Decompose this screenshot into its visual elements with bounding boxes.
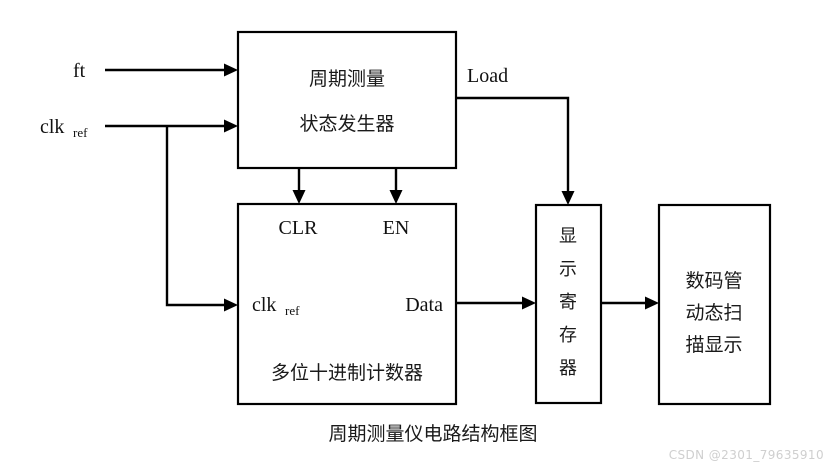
block-display-register	[534, 203, 603, 405]
block-led-scan-display-line-2: 动态扫	[685, 302, 742, 324]
port-label-data: Data	[405, 294, 443, 316]
wire-load-to-display-register	[456, 96, 575, 205]
block-state-generator	[236, 30, 458, 170]
csdn-watermark: CSDN @2301_79635910	[669, 448, 824, 462]
input-label-clkref-main: clk	[40, 116, 64, 138]
wire-clkref-to-state-generator	[105, 119, 238, 133]
wire-ft-to-state-generator	[105, 63, 238, 77]
input-label-ft: ft	[73, 60, 86, 82]
port-label-clkref-main: clk	[252, 294, 276, 316]
block-display-register-char-5: 器	[559, 358, 577, 379]
block-display-register-char-1: 显	[559, 226, 577, 247]
block-display-register-char-4: 存	[559, 325, 577, 346]
signal-label-load: Load	[467, 65, 508, 87]
port-label-clr: CLR	[279, 217, 319, 239]
wire-data-to-display-register	[456, 296, 536, 310]
figure-caption: 周期测量仪电路结构框图	[328, 423, 537, 445]
wire-state-generator-to-en	[389, 168, 403, 204]
block-led-scan-display-line-3: 描显示	[685, 334, 742, 356]
block-state-generator-line-1: 周期测量	[309, 68, 385, 90]
block-led-scan-display-line-1: 数码管	[685, 270, 742, 292]
block-led-scan-display	[657, 203, 772, 406]
block-display-register-char-2: 示	[559, 259, 577, 280]
port-label-en: EN	[383, 217, 410, 239]
wire-display-register-to-led-display	[601, 296, 659, 310]
wire-state-generator-to-clr	[292, 168, 306, 204]
input-label-clkref-sub: ref	[73, 125, 88, 140]
block-decimal-counter	[236, 202, 458, 406]
block-display-register-char-3: 寄	[559, 292, 577, 313]
wire-clkref-branch-to-counter	[165, 126, 238, 312]
block-decimal-counter-line-1: 多位十进制计数器	[271, 362, 423, 384]
block-state-generator-line-2: 状态发生器	[299, 113, 394, 135]
port-label-clkref-sub: ref	[285, 303, 300, 318]
